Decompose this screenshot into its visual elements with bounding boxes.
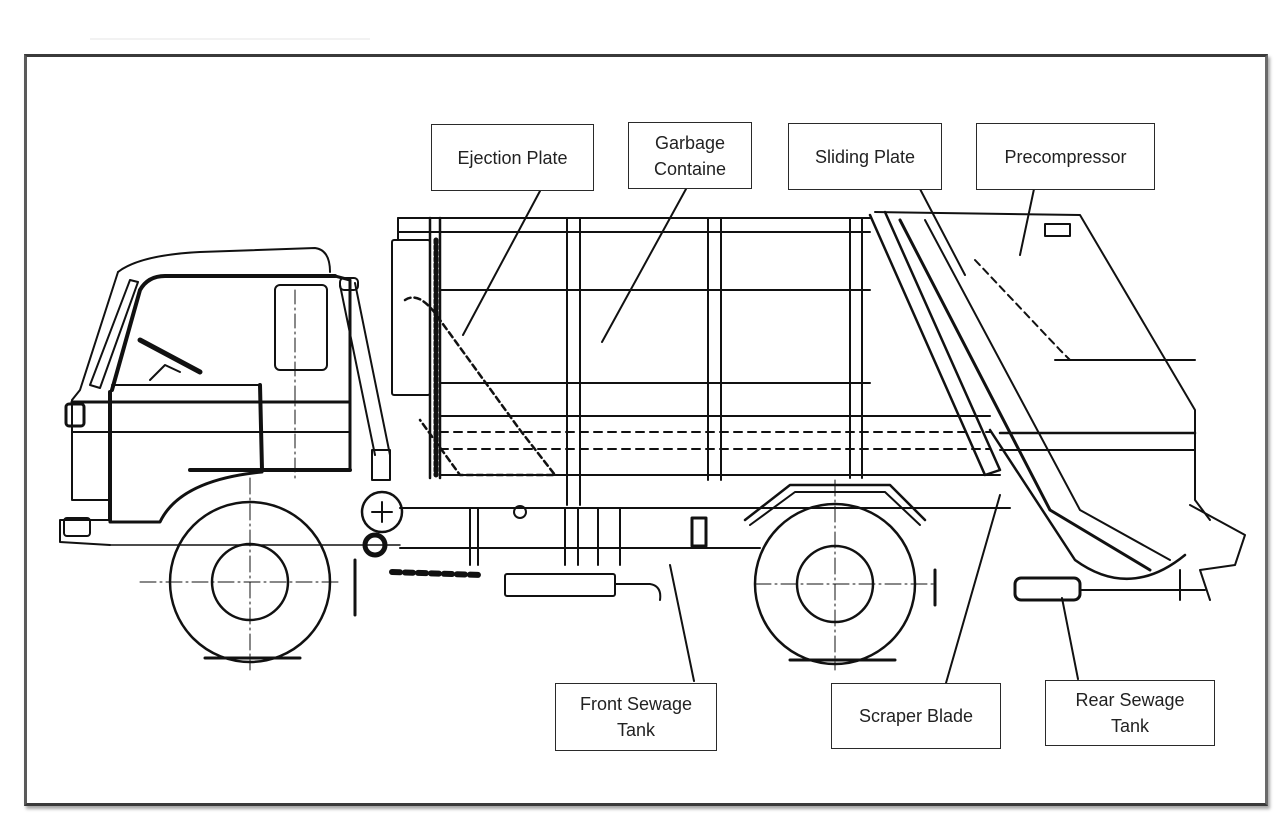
cab-steering-wheel [137, 337, 203, 375]
container-top-rail [397, 217, 871, 233]
container-front-panel [391, 239, 431, 396]
faded-header-trace [90, 38, 370, 40]
rear-sewage-tank-shape [1013, 576, 1082, 602]
label-garbage-container: Garbage Containe [628, 122, 752, 189]
label-front-sewage-tank: Front Sewage Tank [555, 683, 717, 751]
container-rib-2 [566, 217, 581, 506]
cab-a-pillar [89, 279, 139, 389]
chain-links [389, 569, 483, 578]
cab-rear-window [274, 284, 328, 371]
garbage-container-body [391, 216, 1001, 506]
leader-front-sewage-tank [669, 564, 695, 682]
container-rib-4 [849, 217, 863, 479]
cab-headlight [64, 402, 86, 428]
label-precompressor: Precompressor [976, 123, 1155, 190]
sliding-plate-arm-1 [868, 210, 1002, 477]
cab-rear-edge [333, 274, 352, 472]
label-text-line-1: Front Sewage [579, 694, 693, 714]
exhaust-stack [339, 277, 404, 558]
rear-hook [1189, 504, 1246, 601]
rear-spring-mount [743, 483, 927, 522]
front-wheel [139, 477, 341, 671]
chassis [109, 483, 1011, 617]
tailgate [868, 210, 1246, 602]
container-rib-3 [707, 217, 722, 481]
label-text: Scraper Blade [858, 706, 974, 726]
label-scraper-blade: Scraper Blade [831, 683, 1001, 749]
leader-ejection-plate [462, 190, 541, 336]
sliding-plate-arm-3 [924, 219, 1171, 561]
label-text: Ejection Plate [457, 147, 568, 168]
label-text-line-2: Tank [616, 720, 656, 740]
cab-wheel-arch [108, 470, 264, 524]
cab-window-frame [110, 274, 337, 392]
leader-scraper-blade [945, 494, 1001, 684]
leader-garbage-container [601, 188, 687, 343]
label-text-line-1: Garbage [654, 132, 726, 153]
rear-wheel [753, 479, 937, 671]
leader-lines [462, 188, 1079, 684]
front-sewage-tank-shape [504, 573, 616, 597]
sliding-plate-arm-2 [898, 218, 1152, 572]
tailgate-outline [874, 211, 1211, 521]
cab-steering-column [149, 364, 181, 381]
label-text-line-2: Containe [653, 158, 727, 179]
cab-door-rear [258, 383, 264, 472]
label-text-line-1: Rear Sewage [1075, 690, 1185, 710]
cab-bumper-light [63, 517, 91, 537]
exhaust-pipe [614, 583, 662, 601]
leader-precompressor [1019, 188, 1035, 256]
tailgate-handle [1044, 223, 1071, 237]
leader-sliding-plate [919, 188, 966, 276]
label-rear-sewage-tank: Rear Sewage Tank [1045, 680, 1215, 746]
ejection-plate-shape [403, 296, 557, 477]
truck-cab [59, 247, 352, 546]
label-sliding-plate: Sliding Plate [788, 123, 942, 190]
label-text: Sliding Plate [814, 146, 916, 167]
label-ejection-plate: Ejection Plate [431, 124, 594, 191]
precompressor-dashes [974, 259, 1071, 361]
scraper-blade-shape [988, 428, 1187, 580]
label-text: Precompressor [1004, 146, 1127, 167]
label-text-line-2: Tank [1110, 716, 1150, 736]
cab-roof [117, 247, 331, 273]
leader-rear-sewage-tank [1061, 597, 1079, 680]
